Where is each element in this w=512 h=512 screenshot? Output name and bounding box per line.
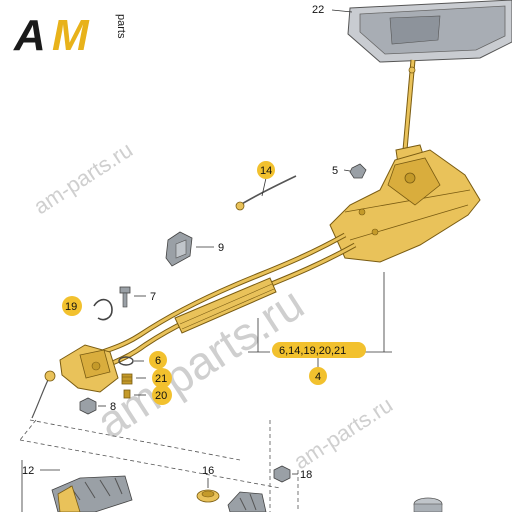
callout-5: 5	[332, 165, 338, 177]
part-8-nut	[79, 397, 106, 415]
part-12-boot	[21, 460, 133, 512]
logo: A M parts	[13, 11, 127, 60]
part-bottom-cap	[413, 497, 443, 512]
callout-12: 12	[22, 465, 34, 477]
callout-18: 18	[300, 469, 312, 481]
group-bracket-4	[248, 272, 392, 368]
logo-letter-a: A	[13, 11, 46, 60]
watermark-top: am-parts.ru	[29, 137, 137, 219]
part-5-nut	[343, 163, 367, 179]
reference-lines	[19, 419, 299, 512]
part-9-bracket	[165, 231, 214, 267]
logo-letter-m: M	[52, 11, 90, 60]
callout-4: 4	[315, 371, 321, 383]
shift-housing	[329, 149, 481, 263]
callout-6: 6	[155, 355, 161, 367]
callout-21: 21	[155, 373, 167, 385]
callout-group: 6,14,19,20,21	[279, 345, 346, 357]
callout-14: 14	[260, 165, 272, 177]
callout-20: 20	[155, 390, 167, 402]
callout-16: 16	[202, 465, 214, 477]
callout-4-marker	[309, 367, 327, 385]
callout-6-marker	[149, 351, 167, 369]
callout-8: 8	[110, 401, 116, 413]
logo-suffix: parts	[115, 14, 127, 39]
part-boot-2	[227, 491, 267, 512]
group-callout-highlight	[272, 342, 366, 358]
callout-22: 22	[312, 4, 324, 16]
part-21-spring	[121, 373, 146, 385]
watermark-bottom: am-parts.ru	[289, 392, 397, 474]
callout-9: 9	[218, 242, 224, 254]
part-6-washer	[118, 356, 144, 366]
part-19-circlip	[93, 298, 113, 321]
callout-14-marker	[257, 161, 275, 179]
callout-20-marker	[152, 385, 172, 405]
part-14-cable-tie	[235, 175, 297, 211]
part-16-grommet	[196, 478, 220, 503]
part-18-nut	[273, 465, 298, 483]
callout-19-marker	[62, 296, 82, 316]
callout-19: 19	[65, 301, 77, 313]
part-7-bolt	[119, 286, 146, 308]
part-20-pin	[123, 389, 146, 399]
callout-7: 7	[150, 291, 156, 303]
part-22-housing	[331, 0, 512, 63]
callout-21-marker	[152, 368, 172, 388]
cable-end-bracket	[31, 344, 119, 419]
shift-cables	[79, 232, 357, 375]
